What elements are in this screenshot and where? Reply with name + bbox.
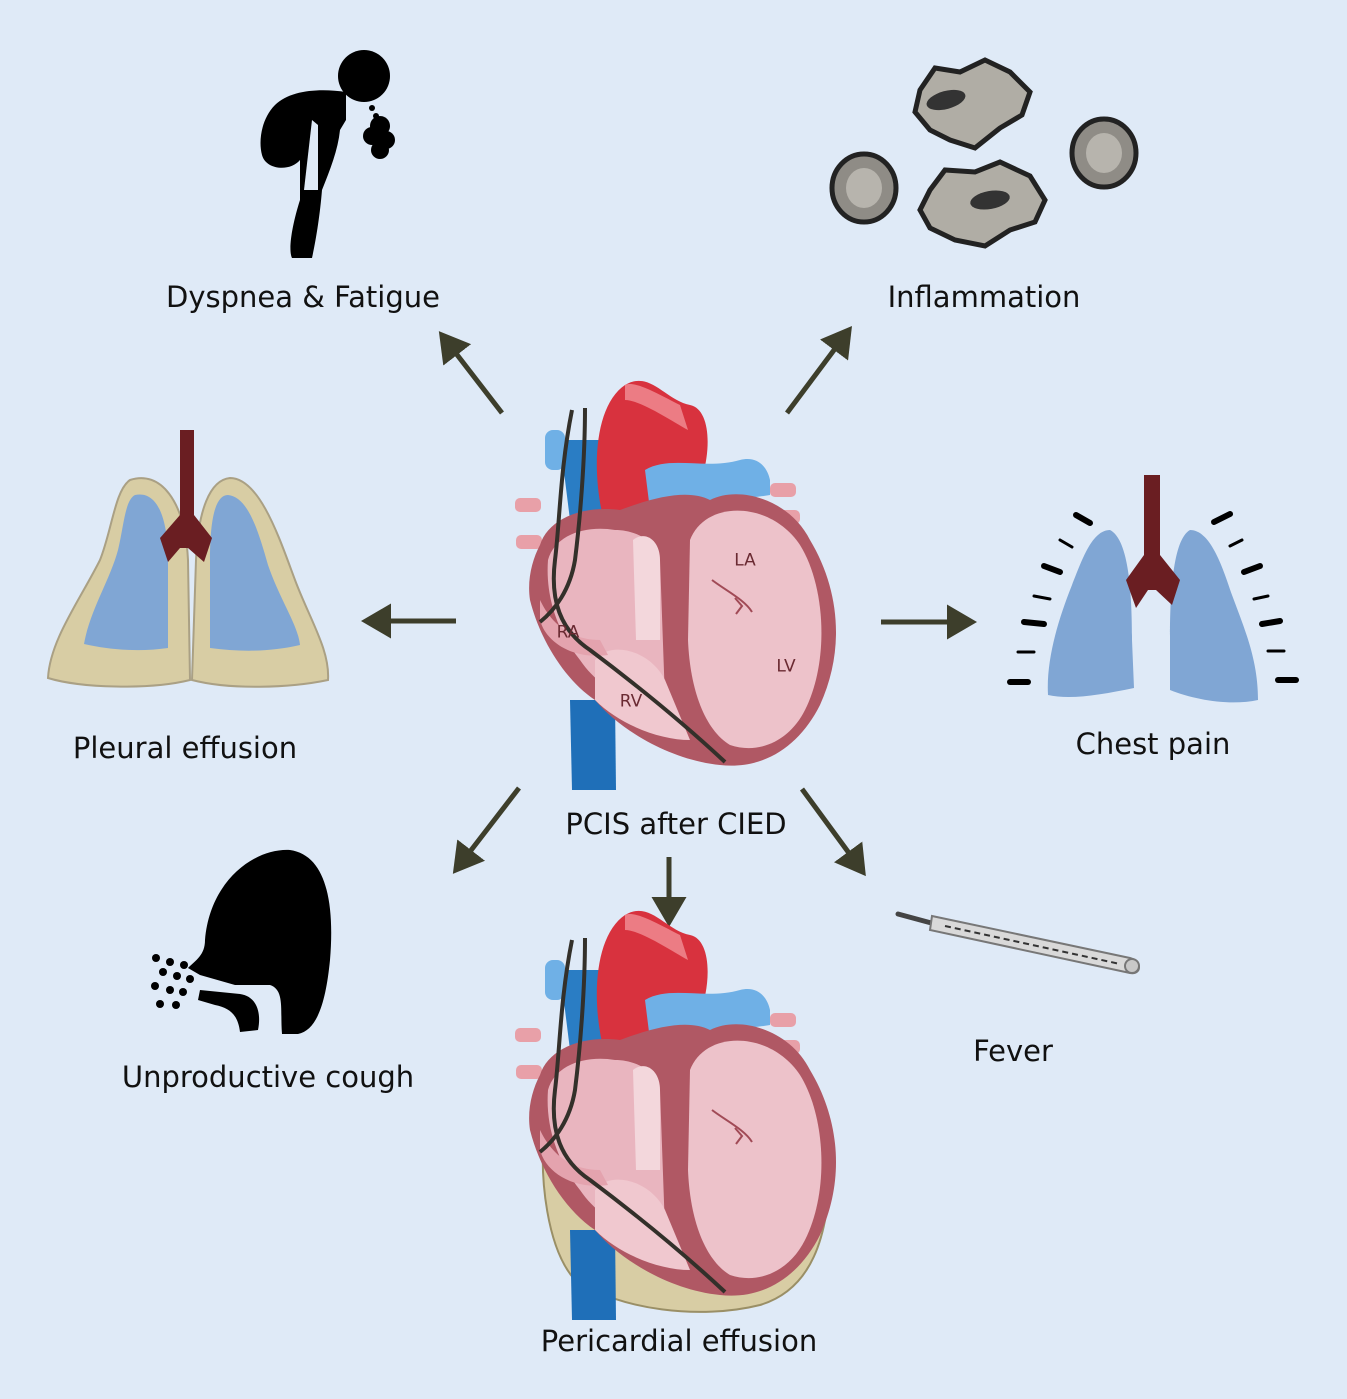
arrow-to-inflammation	[784, 325, 852, 415]
pleural-effusion-label: Pleural effusion	[72, 731, 298, 765]
chest-pain-label: Chest pain	[1075, 727, 1231, 761]
pericardial-effusion-label: Pericardial effusion	[540, 1324, 818, 1358]
fever-label: Fever	[973, 1034, 1053, 1068]
pericardial-effusion-icon	[513, 908, 839, 1322]
inflammation-label: Inflammation	[887, 280, 1081, 314]
cough-head-icon	[151, 849, 332, 1034]
chamber-rv-label: RV	[619, 691, 643, 712]
central-heart-icon	[513, 378, 839, 792]
inflammation-cells-icon	[829, 57, 1139, 249]
arrow-to-fever	[799, 787, 866, 877]
dyspnea-person-icon	[260, 50, 395, 259]
thermometer-icon	[895, 911, 1140, 975]
unproductive-cough-label: Unproductive cough	[121, 1060, 415, 1094]
chamber-lv-label: LV	[776, 656, 796, 677]
dyspnea-fatigue-label: Dyspnea & Fatigue	[166, 280, 440, 314]
pcis-center-label: PCIS after CIED	[565, 807, 787, 841]
chest-pain-lungs-icon	[1007, 475, 1299, 703]
chamber-ra-label: RA	[556, 622, 580, 643]
pleural-effusion-lungs-icon	[46, 430, 330, 688]
arrow-to-cough	[452, 786, 521, 874]
arrow-to-dyspnea	[438, 331, 504, 415]
chamber-la-label: LA	[734, 550, 756, 571]
